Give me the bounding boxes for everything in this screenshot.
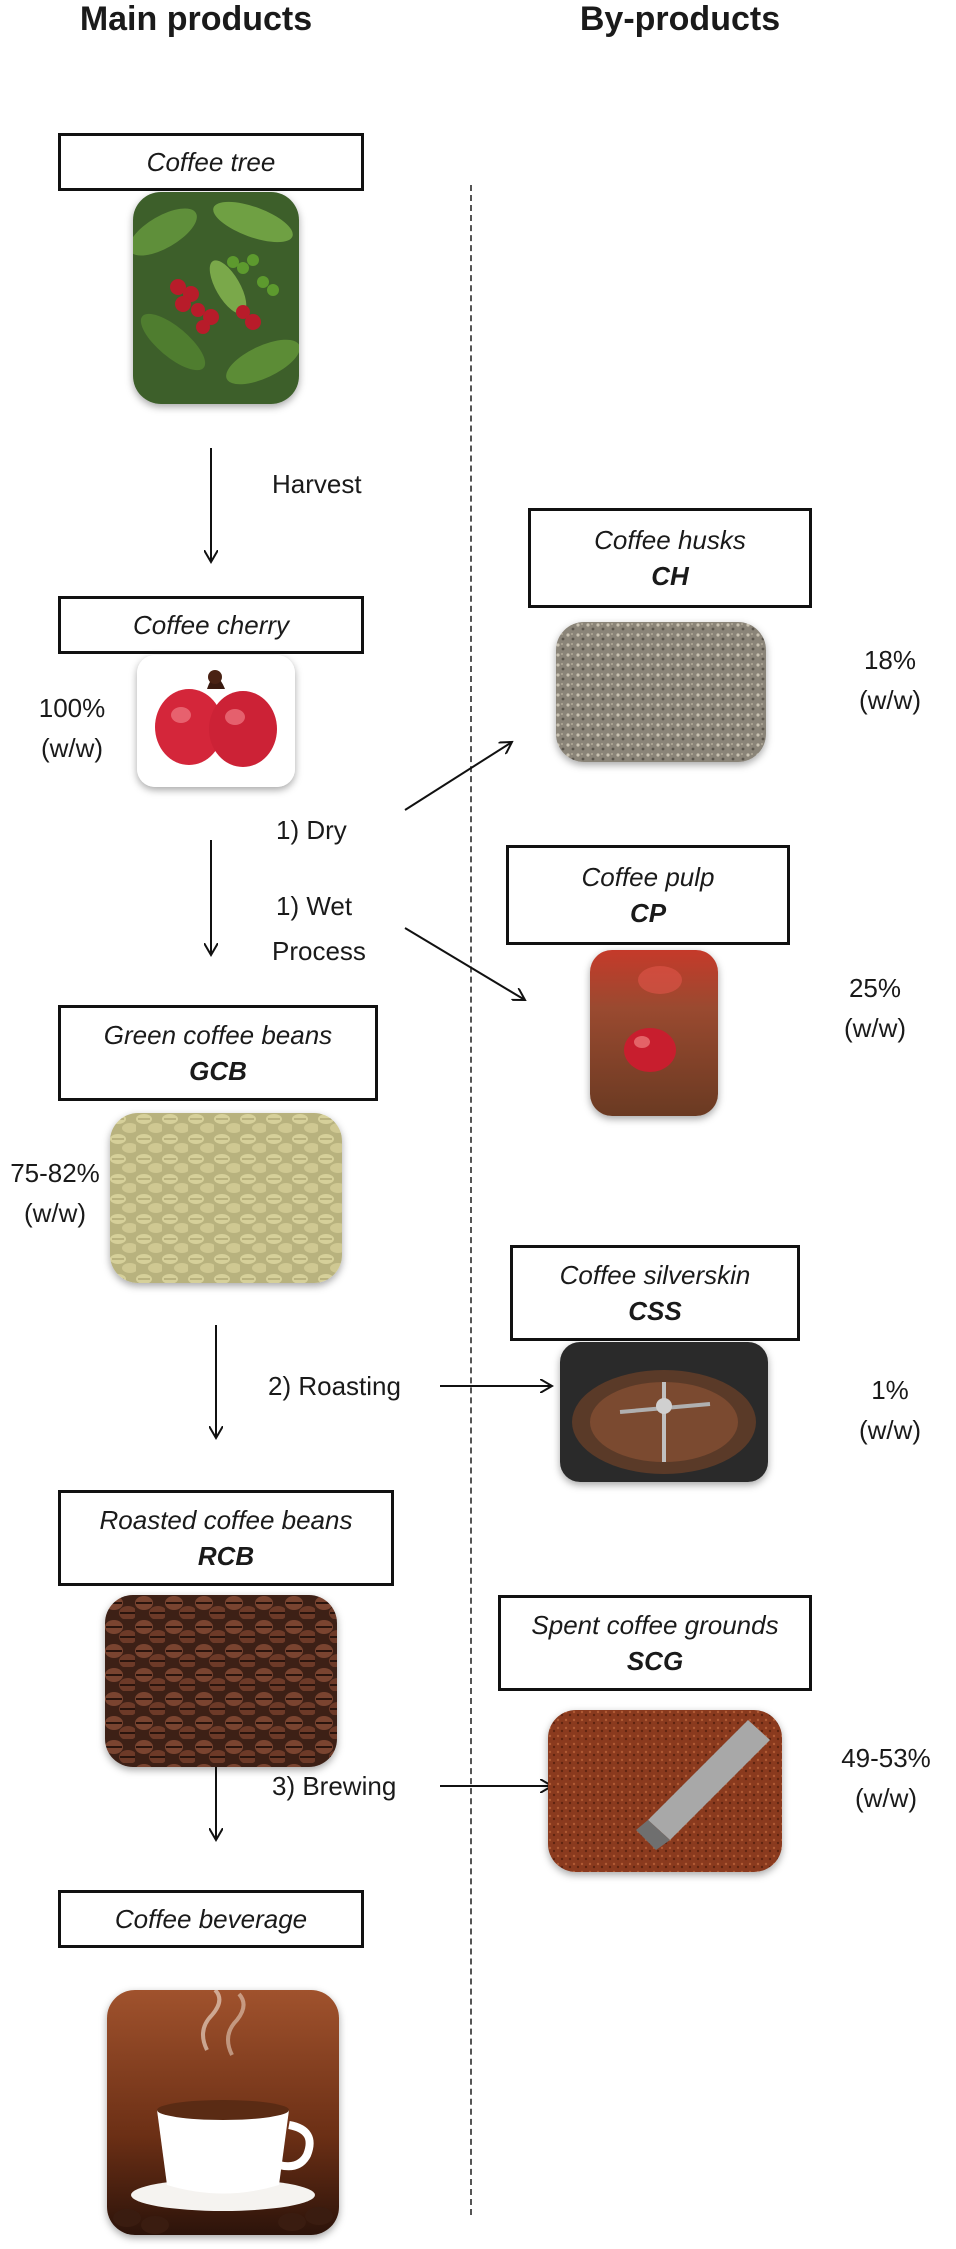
step-wet-line2: Process [272,936,366,966]
coffee-beverage-image [107,1990,339,2235]
cp-name: Coffee pulp [581,862,715,892]
gcb-name: Green coffee beans [103,1020,333,1050]
box-coffee-cherry: Coffee cherry [58,596,364,654]
box-coffee-husks: Coffee husks CH [528,508,812,608]
box-coffee-beverage: Coffee beverage [58,1890,364,1948]
rcb-name: Roasted coffee beans [99,1505,353,1535]
spent-coffee-grounds-image [548,1710,782,1872]
coffee-cherry-label: Coffee cherry [132,610,290,640]
coffee-husks-image [556,622,766,762]
step-roasting: 2) Roasting [268,1371,401,1401]
step-dry: 1) Dry [276,815,347,845]
css-abbr: CSS [628,1296,682,1326]
css-percentage: 1% (w/w) [858,1375,922,1445]
box-spent-coffee-grounds: Spent coffee grounds SCG [498,1595,812,1691]
box-coffee-pulp: Coffee pulp CP [506,845,790,945]
coffee-tree-label: Coffee tree [146,147,276,177]
main-products-heading: Main products [79,0,313,38]
step-brewing: 3) Brewing [272,1771,397,1801]
rcb-abbr: RCB [197,1541,255,1571]
dashed-divider [470,185,472,2215]
coffee-cherry-percentage: 100% (w/w) [38,693,106,763]
arrow-dry [404,742,512,811]
scg-abbr: SCG [626,1646,684,1676]
cp-percentage: 25% (w/w) [843,973,907,1043]
by-products-heading: By-products [579,0,781,38]
gcb-percentage: 75-82% (w/w) [10,1158,100,1228]
scg-name: Spent coffee grounds [531,1610,779,1640]
coffee-pulp-image [590,950,718,1116]
step-wet-line1: 1) Wet [276,891,353,921]
coffee-beverage-label: Coffee beverage [114,1904,308,1934]
scg-percentage: 49-53% (w/w) [841,1743,931,1813]
box-roasted-coffee-beans: Roasted coffee beans RCB [58,1490,394,1586]
ch-abbr: CH [651,561,689,591]
ch-percentage: 18% (w/w) [858,645,922,715]
box-coffee-silverskin: Coffee silverskin CSS [510,1245,800,1341]
gcb-abbr: GCB [189,1056,247,1086]
coffee-cherry-image [137,655,295,787]
coffee-silverskin-image [560,1342,768,1482]
roasted-coffee-beans-image [105,1595,337,1767]
box-green-coffee-beans: Green coffee beans GCB [58,1005,378,1101]
box-coffee-tree: Coffee tree [58,133,364,191]
css-name: Coffee silverskin [559,1260,751,1290]
cp-abbr: CP [629,898,667,928]
step-harvest: Harvest [272,469,362,499]
green-coffee-beans-image [110,1113,342,1283]
ch-name: Coffee husks [594,525,746,555]
coffee-tree-image [133,192,299,404]
